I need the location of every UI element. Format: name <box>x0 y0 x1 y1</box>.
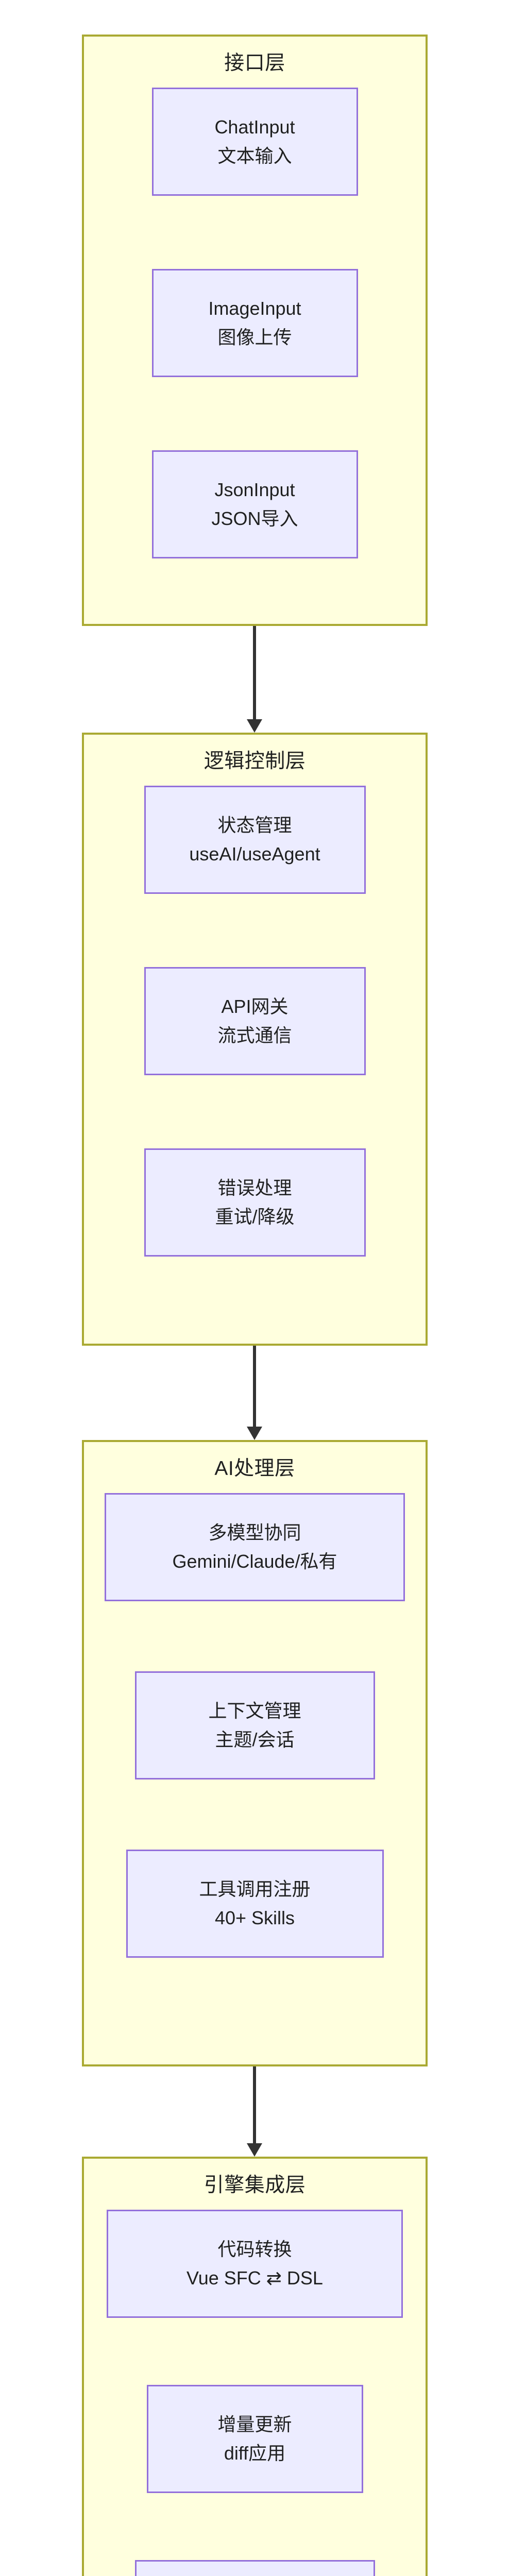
subgraph-title: 接口层 <box>224 52 285 74</box>
node-line-1: 代码转换 <box>217 2239 292 2260</box>
node-line-2: 文本输入 <box>217 145 292 166</box>
node-line-1: 工具调用注册 <box>199 1878 311 1900</box>
node-chatinput[interactable]: ChatInput 文本输入 <box>151 87 358 196</box>
arrow-shaft <box>253 626 256 719</box>
node-jsoninput[interactable]: JsonInput JSON导入 <box>151 450 358 558</box>
node-line-1: 增量更新 <box>217 2414 292 2435</box>
node-api-gateway[interactable]: API网关 流式通信 <box>144 967 366 1075</box>
arrow-head-icon <box>247 2143 262 2157</box>
node-render-sync[interactable]: 渲染同步 画布实时更新 <box>134 2560 375 2576</box>
subgraph-title: AI处理层 <box>214 1458 295 1480</box>
subgraph-interface-layer: 接口层 ChatInput 文本输入 ImageInput 图像上传 JsonI… <box>82 35 428 626</box>
node-line-1: ImageInput <box>208 298 301 319</box>
arrow-head-icon <box>247 1427 262 1440</box>
node-line-1: 多模型协同 <box>208 1522 301 1544</box>
node-line-1: 状态管理 <box>217 815 292 836</box>
node-line-2: 主题/会话 <box>215 1728 295 1750</box>
node-line-2: 图像上传 <box>217 326 292 348</box>
node-code-conversion[interactable]: 代码转换 Vue SFC ⇄ DSL <box>107 2209 403 2318</box>
subgraph-logic-control-layer: 逻辑控制层 状态管理 useAI/useAgent API网关 流式通信 错误处… <box>82 733 428 1346</box>
node-tool-registry[interactable]: 工具调用注册 40+ Skills <box>126 1849 384 1958</box>
node-error-handling[interactable]: 错误处理 重试/降级 <box>144 1148 366 1257</box>
node-line-2: 40+ Skills <box>214 1907 295 1928</box>
node-list: 状态管理 useAI/useAgent API网关 流式通信 错误处理 重试/降… <box>84 778 426 1257</box>
edge-arrow-logic-to-ai <box>247 1346 262 1440</box>
node-multi-model[interactable]: 多模型协同 Gemini/Claude/私有 <box>105 1493 405 1601</box>
arrow-head-icon <box>247 719 262 733</box>
node-line-1: 上下文管理 <box>208 1700 301 1722</box>
node-line-1: 错误处理 <box>217 1177 292 1199</box>
subgraph-title: 逻辑控制层 <box>203 750 306 772</box>
node-state-management[interactable]: 状态管理 useAI/useAgent <box>144 785 366 894</box>
arrow-shaft <box>253 2066 256 2143</box>
node-line-2: JSON导入 <box>211 507 298 529</box>
node-line-2: 重试/降级 <box>215 1206 295 1227</box>
node-line-2: useAI/useAgent <box>189 843 320 865</box>
node-list: ChatInput 文本输入 ImageInput 图像上传 JsonInput… <box>84 80 426 558</box>
edge-arrow-interface-to-logic <box>247 626 262 733</box>
arrow-shaft <box>253 1346 256 1427</box>
edge-arrow-ai-to-engine <box>247 2066 262 2157</box>
node-context-management[interactable]: 上下文管理 主题/会话 <box>134 1671 375 1780</box>
node-incremental-update[interactable]: 增量更新 diff应用 <box>146 2384 363 2493</box>
node-line-1: ChatInput <box>214 116 295 138</box>
node-line-2: diff应用 <box>224 2442 286 2464</box>
node-line-2: 流式通信 <box>217 1024 292 1046</box>
node-imageinput[interactable]: ImageInput 图像上传 <box>151 268 358 377</box>
node-list: 多模型协同 Gemini/Claude/私有 上下文管理 主题/会话 工具调用注… <box>84 1486 426 1958</box>
node-line-1: JsonInput <box>214 479 295 501</box>
node-line-1: API网关 <box>221 996 289 1018</box>
subgraph-ai-processing-layer: AI处理层 多模型协同 Gemini/Claude/私有 上下文管理 主题/会话… <box>82 1440 428 2066</box>
node-list: 代码转换 Vue SFC ⇄ DSL 增量更新 diff应用 渲染同步 画布实时… <box>84 2202 426 2576</box>
subgraph-title: 引擎集成层 <box>203 2174 306 2196</box>
node-line-2: Gemini/Claude/私有 <box>172 1550 337 1572</box>
node-line-2: Vue SFC ⇄ DSL <box>186 2267 323 2289</box>
subgraph-engine-integration-layer: 引擎集成层 代码转换 Vue SFC ⇄ DSL 增量更新 diff应用 渲染同… <box>82 2157 428 2576</box>
